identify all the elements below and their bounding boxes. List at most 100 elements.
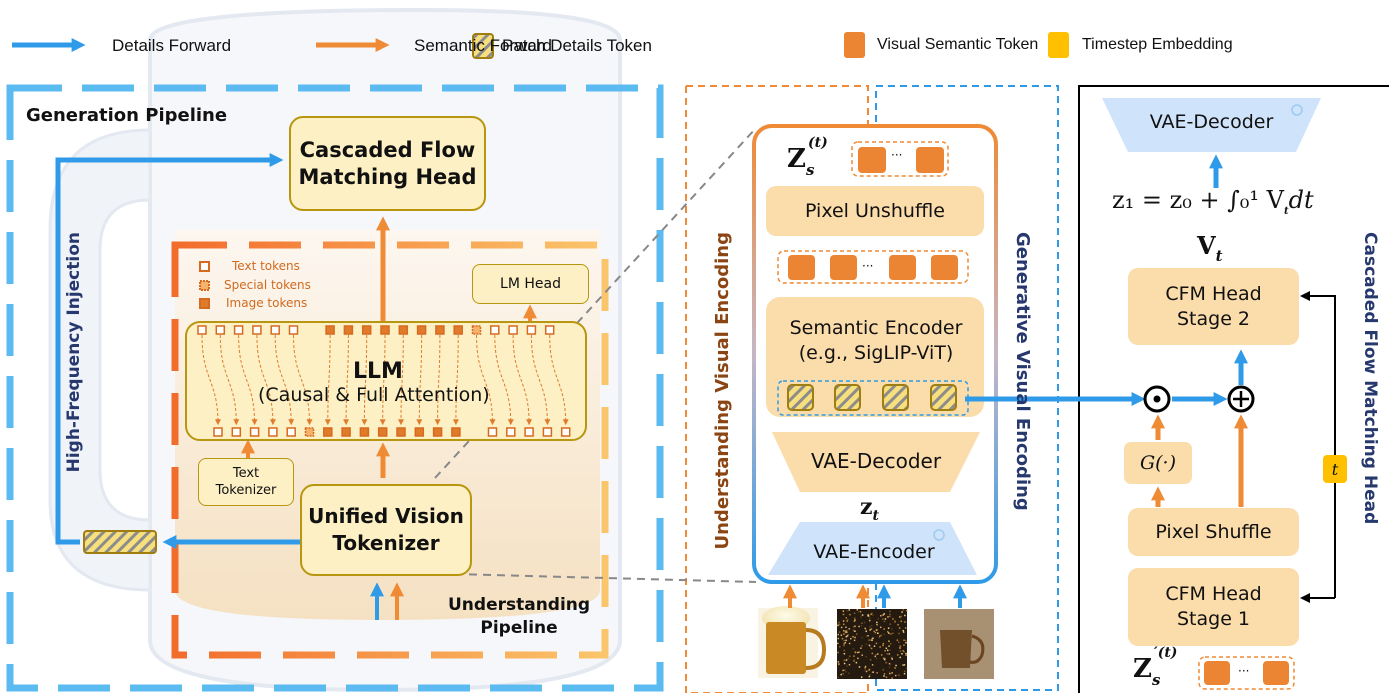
noise-pixel: [868, 619, 871, 622]
noise-pixel: [888, 662, 891, 665]
text-token: [506, 427, 516, 437]
visual-semantic-token: [1204, 661, 1230, 685]
legend-patch-details-token: Patch Details Token: [502, 36, 652, 55]
cfm-stage1-label: CFM Head Stage 1: [1128, 568, 1299, 646]
noise-pixel: [879, 635, 881, 638]
timestep-embedding-badge: [1323, 455, 1347, 483]
noise-pixel: [871, 637, 873, 640]
noise-pixel: [884, 650, 886, 652]
noise-pixel: [884, 657, 886, 660]
text-token: [215, 325, 226, 335]
noise-pixel: [870, 613, 872, 616]
noise-pixel: [845, 659, 848, 661]
noise-pixel: [856, 609, 859, 611]
noise-pixel: [845, 630, 847, 632]
legend-yellow-square-icon: [1048, 32, 1069, 58]
vae-encoder-middle-label: VAE-Encoder: [813, 541, 935, 563]
equation-tail: dt: [1288, 186, 1314, 214]
semantic-encoder-box: [766, 297, 984, 417]
visual-semantic-token: [1263, 661, 1289, 685]
noise-pixel: [905, 609, 908, 612]
attention-link: [530, 334, 551, 426]
vt-subscript: t: [1215, 247, 1223, 265]
noise-pixel: [882, 669, 885, 671]
noise-pixel: [902, 629, 904, 632]
noise-pixel: [864, 667, 866, 669]
noise-pixel: [871, 612, 873, 615]
noise-pixel: [869, 639, 871, 641]
semantic-encoder-line1: Semantic Encoder: [789, 317, 963, 339]
noise-pixel: [889, 610, 891, 613]
noise-pixel: [843, 630, 845, 632]
noise-pixel: [865, 643, 868, 645]
text-token: [270, 325, 280, 335]
noise-pixel: [887, 632, 890, 634]
noise-pixel: [860, 616, 862, 618]
noise-pixel: [883, 658, 886, 661]
noise-pixel: [878, 636, 881, 639]
attention-link: [361, 334, 368, 426]
noise-pixel: [875, 654, 877, 656]
noise-pixel: [904, 621, 906, 623]
noise-pixel: [905, 641, 907, 644]
image-token: [323, 427, 333, 437]
noise-pixel: [869, 626, 871, 628]
noise-pixel: [899, 616, 901, 618]
text-token: [268, 427, 278, 437]
noise-pixel: [845, 631, 848, 633]
noise-pixel: [868, 675, 871, 678]
noise-pixel: [867, 614, 869, 616]
noise-pixel: [853, 620, 856, 622]
noise-pixel: [870, 628, 873, 630]
image-tokens-legend: Image tokens: [226, 296, 308, 310]
image-token: [343, 325, 354, 335]
noise-pixel: [876, 653, 879, 655]
zs-symbol: Z: [787, 144, 806, 174]
noise-pixel: [885, 662, 888, 664]
special-token: [471, 325, 482, 335]
noise-pixel: [887, 631, 889, 633]
noise-pixel: [837, 651, 839, 654]
cfm-stage2-box: [1128, 268, 1299, 345]
pixel-shuffle-label: Pixel Shuffle: [1155, 521, 1272, 543]
noise-pixel: [846, 609, 848, 612]
text-tokenizer-line1: Text: [232, 466, 260, 481]
zs-prime-token-group: [1198, 656, 1295, 690]
noise-pixel: [843, 649, 846, 652]
patch-details-token: [882, 384, 909, 411]
noise-pixel: [847, 657, 850, 660]
vt-label: Vt: [1197, 231, 1223, 265]
understanding-pipeline-line1: Understanding: [448, 595, 591, 615]
noise-pixel: [855, 661, 858, 664]
noise-pixel: [903, 670, 906, 673]
noise-pixel: [871, 652, 874, 655]
noise-pixel: [888, 645, 890, 647]
noise-pixel: [868, 644, 871, 647]
noise-pixel: [902, 650, 904, 652]
attention-link: [549, 334, 569, 426]
semantic-encoder-line2: (e.g., SigLIP-ViT): [798, 342, 954, 364]
cfm-panel-frame: [1078, 85, 1389, 693]
vae-decoder-right-shape: [1102, 98, 1321, 152]
noise-pixel: [860, 624, 863, 627]
noise-pixel: [876, 623, 878, 626]
frozen-snowflake-icon: [933, 529, 945, 541]
noise-pixel: [843, 662, 846, 665]
image-token: [341, 427, 351, 437]
noise-pixel: [876, 621, 878, 624]
patch-detail-token-bar: [83, 530, 157, 554]
noise-pixel: [867, 669, 870, 672]
noise-pixel: [889, 633, 892, 635]
noise-pixel: [846, 619, 849, 621]
noise-pixel: [869, 674, 871, 676]
noise-pixel: [883, 633, 885, 636]
noise-pixel: [837, 637, 840, 640]
attention-link: [238, 334, 258, 426]
noise-pixel: [867, 615, 869, 617]
attention-link: [452, 334, 459, 426]
noise-pixel: [905, 654, 907, 656]
noise-pixel: [897, 623, 899, 626]
noise-pixel: [891, 677, 893, 679]
zs-prime-subscript: s: [1151, 671, 1161, 689]
image-token-legend-icon: [199, 298, 210, 309]
